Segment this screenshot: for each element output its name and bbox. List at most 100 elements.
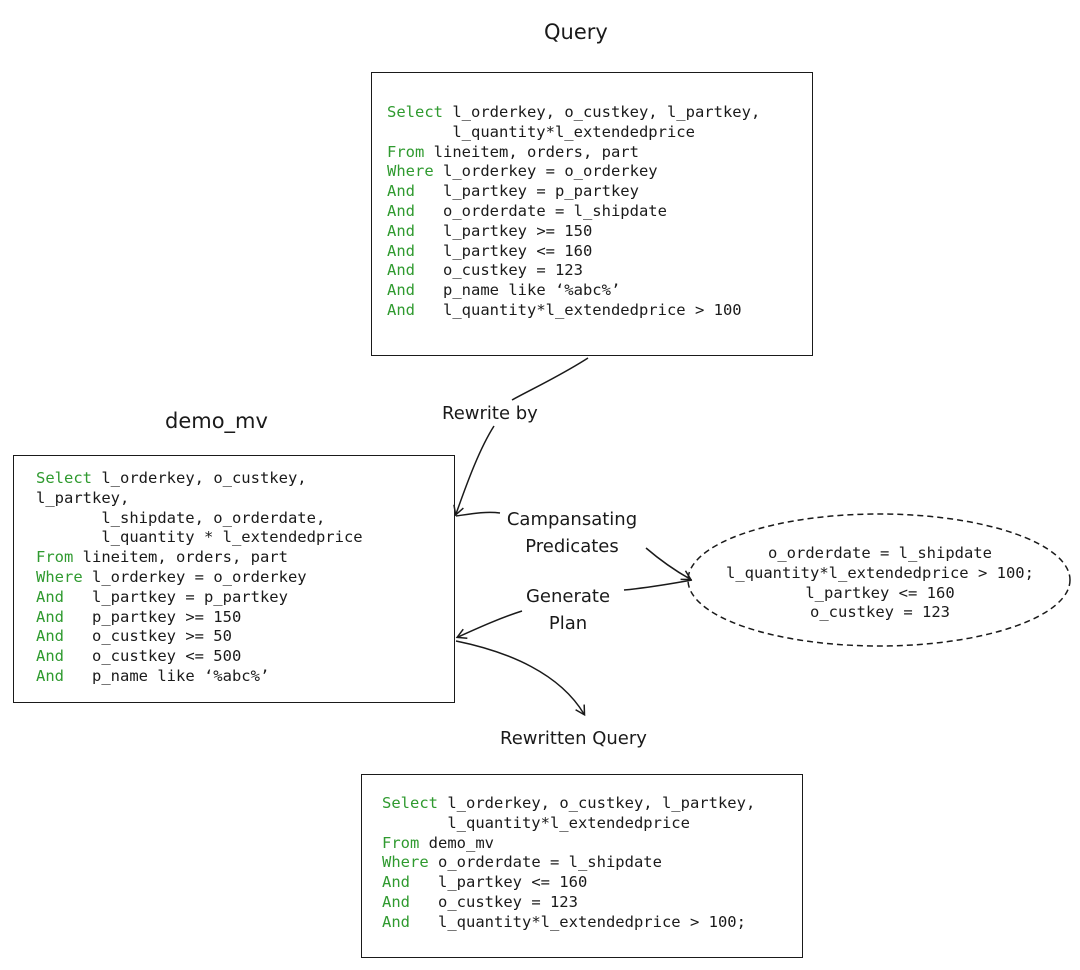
sql-keyword: From xyxy=(387,142,425,161)
code-line: Select l_orderkey, o_custkey, l_partkey, xyxy=(382,794,755,814)
demo-mv-box xyxy=(13,455,455,703)
code-line: Where l_orderkey = o_orderkey xyxy=(36,568,363,588)
sql-text: l_quantity*l_extendedprice xyxy=(382,813,690,832)
sql-keyword: And xyxy=(387,300,415,319)
sql-text: l_partkey <= 160 xyxy=(415,241,593,260)
sql-keyword: And xyxy=(387,221,415,240)
compensating-label-line-2: Predicates xyxy=(525,536,619,557)
ellipse-to-generate-line xyxy=(623,579,693,591)
sql-text: l_orderkey, o_custkey, xyxy=(92,469,307,487)
code-line: And o_custkey = 123 xyxy=(382,893,755,913)
code-line: l_partkey, xyxy=(36,489,363,509)
code-line: l_quantity * l_extendedprice xyxy=(36,528,363,548)
sql-keyword: Select xyxy=(382,794,438,812)
sql-keyword: And xyxy=(382,912,410,931)
compensating-predicates-ellipse xyxy=(687,513,1071,647)
sql-keyword: And xyxy=(387,261,415,280)
sql-text: demo_mv xyxy=(419,833,494,852)
mv-to-rewritten-arrow xyxy=(455,640,586,717)
sql-text: o_custkey = 123 xyxy=(410,892,578,911)
code-line: And l_partkey <= 160 xyxy=(382,873,755,893)
code-line: From lineitem, orders, part xyxy=(36,548,363,568)
sql-keyword: And xyxy=(382,892,410,911)
sql-keyword: And xyxy=(36,666,64,685)
generate-label-line-2: Plan xyxy=(548,613,588,634)
sql-text: l_quantity * l_extendedprice xyxy=(36,528,363,547)
generate-plan-label: Generate Plan xyxy=(515,583,621,637)
code-line: And l_quantity*l_extendedprice > 100; xyxy=(382,913,755,933)
sql-text: o_orderdate = l_shipdate xyxy=(428,853,662,872)
sql-keyword: And xyxy=(36,587,64,606)
code-line: And o_custkey = 123 xyxy=(387,261,760,281)
rewritten-query-code: Select l_orderkey, o_custkey, l_partkey,… xyxy=(382,794,755,933)
sql-text: p_name like ‘%abc%’ xyxy=(415,281,621,300)
code-line: And o_custkey <= 500 xyxy=(36,647,363,667)
rewritten-query-title: Rewritten Query xyxy=(500,728,647,749)
code-line: And o_custkey >= 50 xyxy=(36,627,363,647)
code-line: l_shipdate, o_orderdate, xyxy=(36,509,363,529)
sql-text: l_quantity*l_extendedprice xyxy=(387,122,695,141)
code-line: Where l_orderkey = o_orderkey xyxy=(387,162,760,182)
sql-keyword: And xyxy=(36,647,64,666)
compensating-to-ellipse-arrow xyxy=(645,547,693,581)
compensating-predicate-line: o_orderdate = l_shipdate xyxy=(768,544,992,562)
sql-keyword: And xyxy=(387,201,415,220)
sql-keyword: From xyxy=(36,548,74,567)
mv-to-compensating-line xyxy=(455,511,501,517)
code-line: And p_partkey >= 150 xyxy=(36,608,363,628)
sql-text: l_partkey = p_partkey xyxy=(415,182,639,201)
code-line: Where o_orderdate = l_shipdate xyxy=(382,853,755,873)
sql-text: l_orderkey, o_custkey, l_partkey, xyxy=(438,794,756,812)
query-code: Select l_orderkey, o_custkey, l_partkey,… xyxy=(387,103,760,321)
compensating-predicate-line: l_quantity*l_extendedprice > 100; xyxy=(726,563,1034,582)
code-line: Select l_orderkey, o_custkey, l_partkey, xyxy=(387,103,760,123)
code-line: l_quantity*l_extendedprice xyxy=(382,814,755,834)
code-line: And l_partkey >= 150 xyxy=(387,222,760,242)
sql-text: p_name like ‘%abc%’ xyxy=(64,666,270,685)
code-line: And l_partkey = p_partkey xyxy=(387,182,760,202)
generate-label-line-1: Generate xyxy=(525,586,611,607)
sql-text: o_orderdate = l_shipdate xyxy=(415,201,667,220)
compensating-predicate-line: o_custkey = 123 xyxy=(810,603,950,622)
sql-text: l_partkey >= 150 xyxy=(415,221,593,240)
rewrite-by-label: Rewrite by xyxy=(442,403,538,424)
query-box xyxy=(371,72,813,356)
code-line: And o_orderdate = l_shipdate xyxy=(387,202,760,222)
sql-text: l_orderkey = o_orderkey xyxy=(82,567,307,586)
sql-keyword: Select xyxy=(36,469,92,487)
sql-keyword: And xyxy=(387,241,415,260)
code-line: And l_partkey = p_partkey xyxy=(36,588,363,608)
code-line: And l_quantity*l_extendedprice > 100 xyxy=(387,301,760,321)
sql-text: o_custkey >= 50 xyxy=(64,627,232,646)
code-line: Select l_orderkey, o_custkey, xyxy=(36,469,363,489)
sql-text: l_quantity*l_extendedprice > 100 xyxy=(415,300,742,319)
sql-keyword: Select xyxy=(387,103,443,121)
generate-to-mv-arrow xyxy=(455,610,523,640)
sql-keyword: And xyxy=(36,627,64,646)
code-line: And p_name like ‘%abc%’ xyxy=(36,667,363,687)
sql-text: l_orderkey = o_orderkey xyxy=(433,162,658,181)
sql-keyword: Where xyxy=(382,853,429,872)
sql-keyword: And xyxy=(382,873,410,892)
sql-keyword: And xyxy=(387,281,415,300)
sql-text: l_orderkey, o_custkey, l_partkey, xyxy=(443,103,761,121)
sql-text: lineitem, orders, part xyxy=(424,142,639,161)
sql-keyword: And xyxy=(387,182,415,201)
compensating-label-line-1: Campansating xyxy=(506,509,638,530)
code-line: From demo_mv xyxy=(382,834,755,854)
demo-mv-code: Select l_orderkey, o_custkey,l_partkey, … xyxy=(36,469,363,687)
sql-text: l_quantity*l_extendedprice > 100; xyxy=(410,912,746,931)
sql-text: o_custkey <= 500 xyxy=(64,647,242,666)
sql-text: l_partkey, xyxy=(36,488,130,507)
sql-text: o_custkey = 123 xyxy=(415,261,583,280)
demo-mv-title: demo_mv xyxy=(165,409,268,433)
sql-text: l_partkey = p_partkey xyxy=(64,587,288,606)
sql-keyword: Where xyxy=(387,162,434,181)
sql-keyword: From xyxy=(382,833,420,852)
compensating-predicate-line: l_partkey <= 160 xyxy=(805,583,955,602)
sql-keyword: Where xyxy=(36,567,83,586)
sql-keyword: And xyxy=(36,607,64,626)
code-line: And p_name like ‘%abc%’ xyxy=(387,281,760,301)
